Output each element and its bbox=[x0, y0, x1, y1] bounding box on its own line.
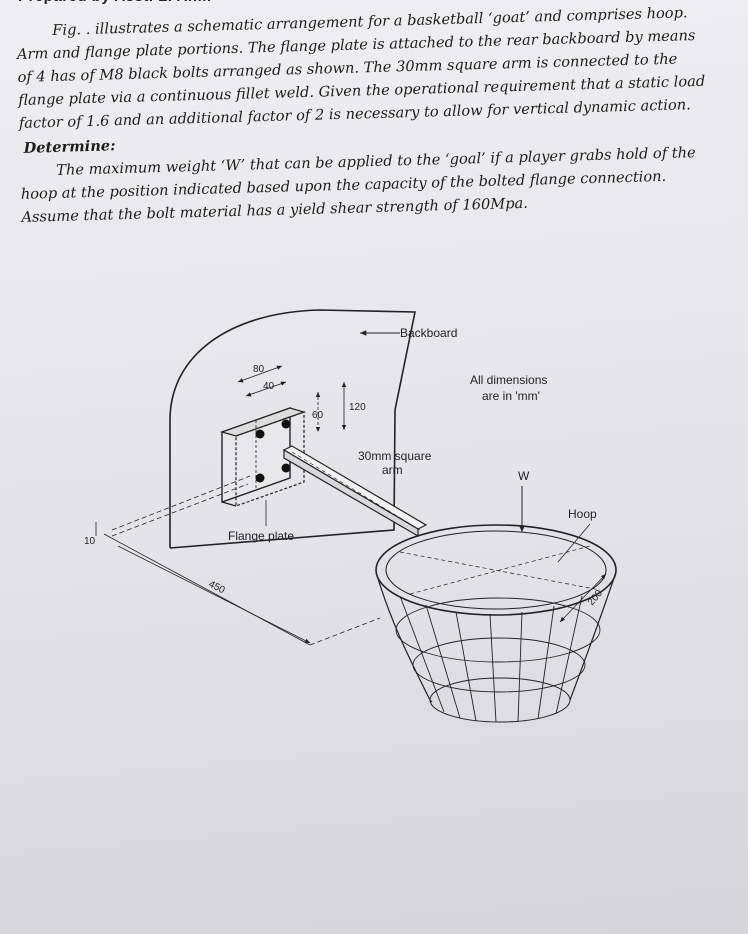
dim-40: 40 bbox=[263, 381, 275, 392]
hoop-leader bbox=[557, 523, 591, 563]
dim-120: 120 bbox=[349, 402, 366, 413]
dim-40-line bbox=[245, 381, 287, 397]
dim-60: 60 bbox=[312, 410, 324, 421]
bolt-2 bbox=[281, 419, 291, 429]
dim-450-line bbox=[117, 545, 311, 644]
schematic-figure: Backboard 80 40 60 120 bbox=[60, 300, 720, 740]
hoop-label: Hoop bbox=[568, 507, 597, 521]
construction-line-1 bbox=[111, 475, 251, 531]
backboard-label: Backboard bbox=[400, 326, 457, 340]
dimensions-note-2: are in 'mm' bbox=[482, 389, 540, 403]
flange-plate-label: Flange plate bbox=[228, 529, 294, 543]
fig-reference: Fig. . bbox=[52, 20, 91, 39]
dim-10: 10 bbox=[84, 536, 96, 547]
dim-80-line bbox=[237, 365, 283, 383]
schematic-drawing: Backboard 80 40 60 120 bbox=[84, 309, 617, 723]
dimensions-note-1: All dimensions bbox=[470, 373, 547, 387]
backboard-outline bbox=[169, 309, 416, 549]
header-cut-text: Prepared by Asst. L. Ahm bbox=[18, 0, 738, 8]
hoop-basket bbox=[375, 524, 617, 723]
arm-label-1: 30mm square bbox=[358, 449, 432, 463]
problem-paragraph-1-body: illustrates a schematic arrangement for … bbox=[16, 4, 706, 132]
construction-line-4 bbox=[309, 617, 381, 646]
bolt-4 bbox=[281, 463, 291, 473]
construction-line-2 bbox=[111, 483, 249, 537]
load-label: W bbox=[518, 469, 530, 483]
construction-line-3 bbox=[103, 533, 311, 646]
problem-paragraph-1: Fig. . illustrates a schematic arrangeme… bbox=[16, 1, 709, 135]
dim-200-line bbox=[559, 573, 607, 623]
dim-450: 450 bbox=[207, 579, 227, 597]
arm-label-2: arm bbox=[382, 463, 403, 477]
problem-text: Fig. . illustrates a schematic arrangeme… bbox=[16, 1, 712, 229]
bolt-3 bbox=[255, 473, 265, 483]
bolt-1 bbox=[255, 429, 265, 439]
dim-80: 80 bbox=[253, 364, 265, 375]
flange-plate bbox=[220, 407, 306, 507]
